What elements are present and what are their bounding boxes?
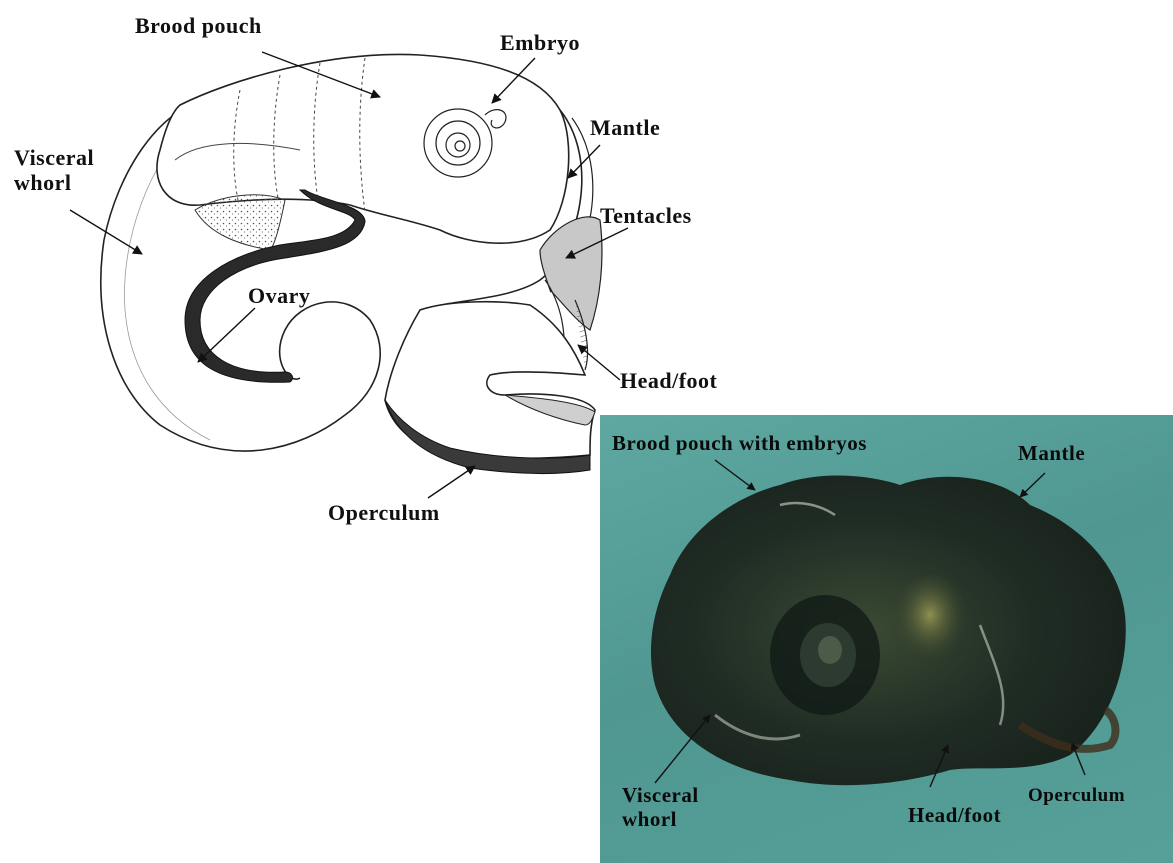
photo-label-visceral-whorl: Visceral whorl xyxy=(622,783,699,831)
photo-label-operculum: Operculum xyxy=(1028,785,1125,807)
label-visceral-whorl-line1: Visceral xyxy=(14,145,94,170)
label-visceral-whorl-line2: whorl xyxy=(14,170,94,195)
tentacles-shape xyxy=(540,217,602,330)
label-brood-pouch: Brood pouch xyxy=(135,13,262,38)
photo-label-visceral-whorl-line1: Visceral xyxy=(622,783,699,807)
label-operculum: Operculum xyxy=(328,500,440,525)
label-mantle: Mantle xyxy=(590,115,660,140)
photo-label-visceral-whorl-line2: whorl xyxy=(622,807,699,831)
photo-label-head-foot: Head/foot xyxy=(908,803,1001,827)
label-visceral-whorl: Visceral whorl xyxy=(14,145,94,196)
photo-label-mantle: Mantle xyxy=(1018,441,1085,465)
label-ovary: Ovary xyxy=(248,283,310,308)
label-embryo: Embryo xyxy=(500,30,580,55)
snail-photo: Brood pouch with embryos Mantle Visceral… xyxy=(600,415,1173,863)
label-head-foot: Head/foot xyxy=(620,368,717,393)
photo-label-brood-pouch: Brood pouch with embryos xyxy=(612,431,867,455)
label-tentacles: Tentacles xyxy=(600,203,692,228)
